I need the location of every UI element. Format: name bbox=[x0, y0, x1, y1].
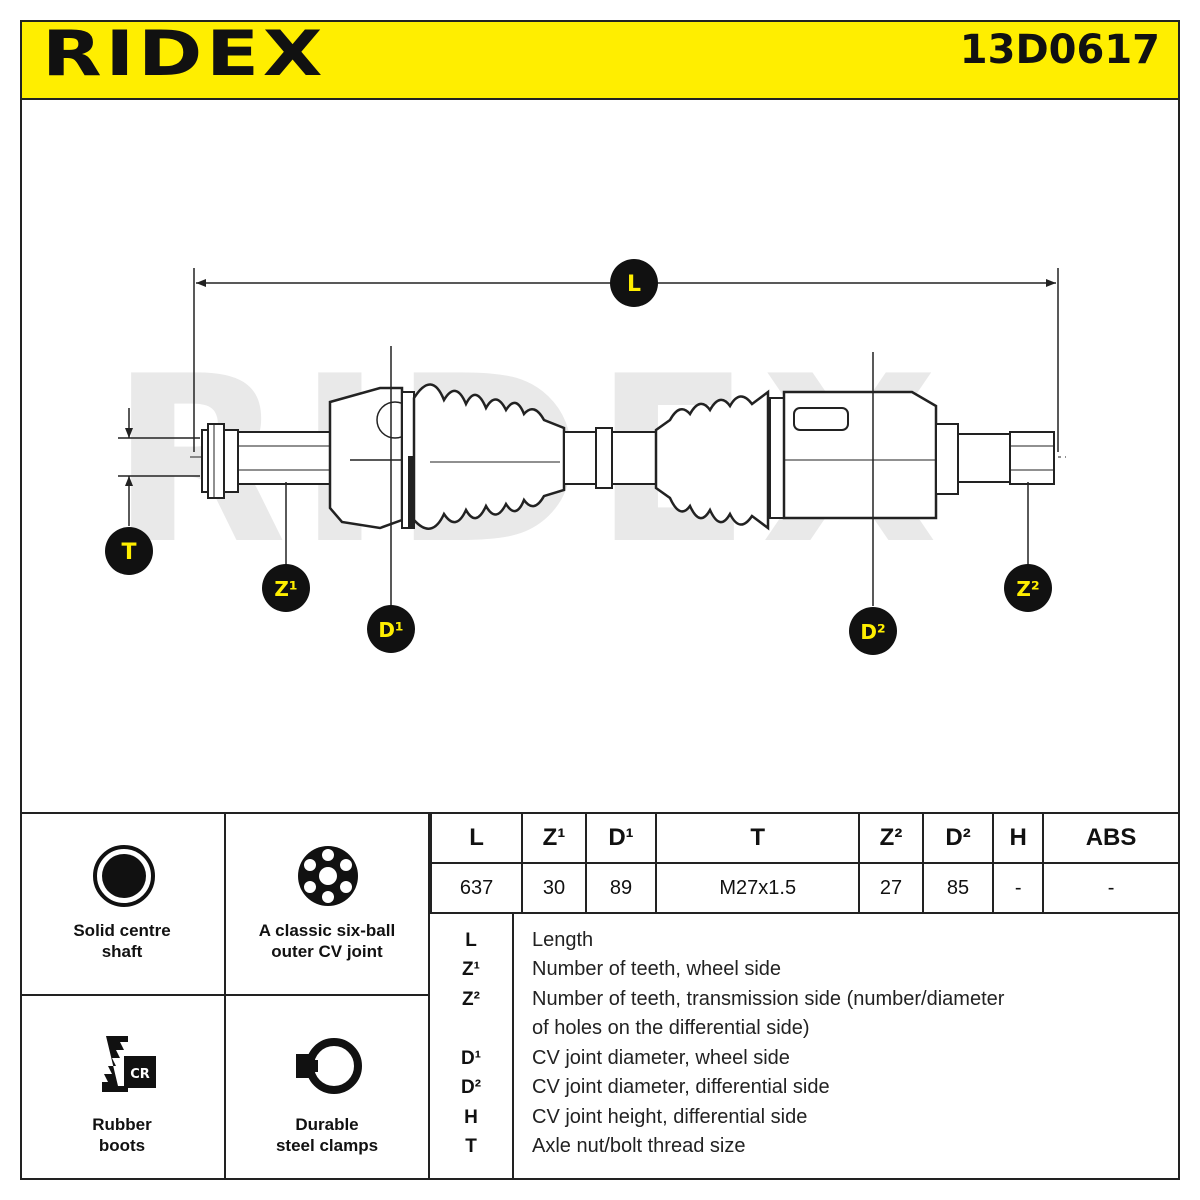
spec-value-cell: M27x1.5 bbox=[655, 862, 861, 914]
legend-row: of holes on the differential side) bbox=[430, 1014, 1180, 1043]
callout-d2-label: D² bbox=[860, 620, 885, 644]
legend-row: Z² Number of teeth, transmission side (n… bbox=[430, 985, 1180, 1014]
legend-text: Axle nut/bolt thread size bbox=[532, 1135, 746, 1157]
spec-value-cell: 85 bbox=[921, 862, 995, 914]
callout-z2: Z² bbox=[1004, 564, 1052, 612]
feature-six-ball-joint: A classic six-ball outer CV joint bbox=[226, 812, 430, 996]
legend-text: of holes on the differential side) bbox=[532, 1017, 810, 1039]
spec-header-cell: Z¹ bbox=[521, 812, 587, 864]
spec-value-cell: - bbox=[992, 862, 1045, 914]
legend-symbol: D¹ bbox=[460, 1048, 482, 1069]
solid-shaft-icon bbox=[93, 845, 155, 907]
feature-six-ball-line2: outer CV joint bbox=[271, 942, 383, 961]
callout-z2-label: Z² bbox=[1016, 577, 1039, 601]
legend-symbol: H bbox=[464, 1107, 478, 1128]
legend-row: D² CV joint diameter, differential side bbox=[430, 1073, 1180, 1102]
header-bar bbox=[20, 20, 1180, 100]
spec-header-row: L Z¹ D¹ T Z² D² H ABS bbox=[429, 812, 1180, 864]
legend-row: Z¹ Number of teeth, wheel side bbox=[430, 955, 1180, 984]
rubber-boot-badge: CR bbox=[130, 1067, 150, 1082]
legend-text: CV joint diameter, differential side bbox=[532, 1076, 830, 1098]
feature-rubber-boots: CR Rubber boots bbox=[20, 996, 226, 1180]
spec-value-cell: 637 bbox=[429, 862, 524, 914]
callout-l: L bbox=[610, 259, 658, 307]
spec-header-cell: D¹ bbox=[584, 812, 658, 864]
callout-z1: Z¹ bbox=[262, 564, 310, 612]
legend-row: H CV joint height, differential side bbox=[430, 1103, 1180, 1132]
feature-steel-clamps-line1: Durable bbox=[295, 1115, 359, 1134]
legend-text: Number of teeth, wheel side bbox=[532, 958, 782, 980]
legend-divider bbox=[512, 913, 514, 1180]
feature-six-ball-line1: A classic six-ball bbox=[258, 921, 396, 940]
legend-symbol: Z¹ bbox=[462, 959, 480, 980]
spec-header-cell: D² bbox=[921, 812, 995, 864]
spec-header-cell: L bbox=[429, 812, 524, 864]
spec-header-cell: H bbox=[992, 812, 1045, 864]
legend-text: Number of teeth, transmission side (numb… bbox=[532, 988, 1005, 1010]
spec-value-cell: 30 bbox=[521, 862, 587, 914]
callout-d1-label: D¹ bbox=[378, 618, 403, 642]
feature-solid-shaft: Solid centre shaft bbox=[20, 812, 226, 996]
legend-row: T Axle nut/bolt thread size bbox=[430, 1132, 1180, 1161]
legend-row: L Length bbox=[430, 926, 1180, 955]
spec-table: L Z¹ D¹ T Z² D² H ABS 637 30 89 M27x1.5 … bbox=[429, 812, 1180, 914]
feature-steel-clamps: Durable steel clamps bbox=[226, 996, 430, 1180]
legend: L Length Z¹ Number of teeth, wheel side … bbox=[430, 913, 1180, 1180]
legend-symbol: Z² bbox=[462, 989, 480, 1010]
rubber-boot-icon: CR bbox=[102, 1036, 156, 1092]
spec-value-cell: 27 bbox=[858, 862, 924, 914]
feature-rubber-boots-line2: boots bbox=[98, 1136, 146, 1155]
callout-l-label: L bbox=[627, 272, 641, 297]
feature-steel-clamps-line2: steel clamps bbox=[275, 1136, 379, 1155]
legend-symbol: T bbox=[465, 1136, 477, 1157]
legend-text: CV joint height, differential side bbox=[532, 1106, 808, 1128]
feature-solid-shaft-line1: Solid centre bbox=[73, 921, 171, 940]
legend-symbol: L bbox=[465, 930, 477, 951]
spec-header-cell: ABS bbox=[1042, 812, 1180, 864]
part-number: 13D0617 bbox=[959, 27, 1160, 73]
callout-t: T bbox=[105, 527, 153, 575]
spec-value-cell: 89 bbox=[584, 862, 658, 914]
brand-logo: RIDEX bbox=[42, 17, 327, 90]
spec-value-cell: - bbox=[1042, 862, 1180, 914]
feature-and-spec-panel: Solid centre shaft A classic six-ball ou… bbox=[20, 812, 1180, 1180]
spec-value-row: 637 30 89 M27x1.5 27 85 - - bbox=[429, 862, 1180, 914]
legend-row: D¹ CV joint diameter, wheel side bbox=[430, 1044, 1180, 1073]
drive-shaft-drawing: RIDEX L bbox=[105, 259, 1066, 655]
callout-d2: D² bbox=[849, 607, 897, 655]
spec-header-cell: Z² bbox=[858, 812, 924, 864]
six-ball-joint-icon bbox=[298, 846, 358, 906]
callout-t-label: T bbox=[121, 540, 136, 565]
spec-header-cell: T bbox=[655, 812, 861, 864]
feature-solid-shaft-line2: shaft bbox=[101, 942, 143, 961]
steel-clamp-icon bbox=[296, 1038, 362, 1094]
legend-symbol: D² bbox=[460, 1077, 482, 1098]
callout-d1: D¹ bbox=[367, 605, 415, 653]
callout-z1-label: Z¹ bbox=[274, 577, 297, 601]
legend-text: Length bbox=[532, 929, 594, 951]
feature-rubber-boots-line1: Rubber bbox=[92, 1115, 152, 1134]
legend-text: CV joint diameter, wheel side bbox=[532, 1047, 790, 1069]
